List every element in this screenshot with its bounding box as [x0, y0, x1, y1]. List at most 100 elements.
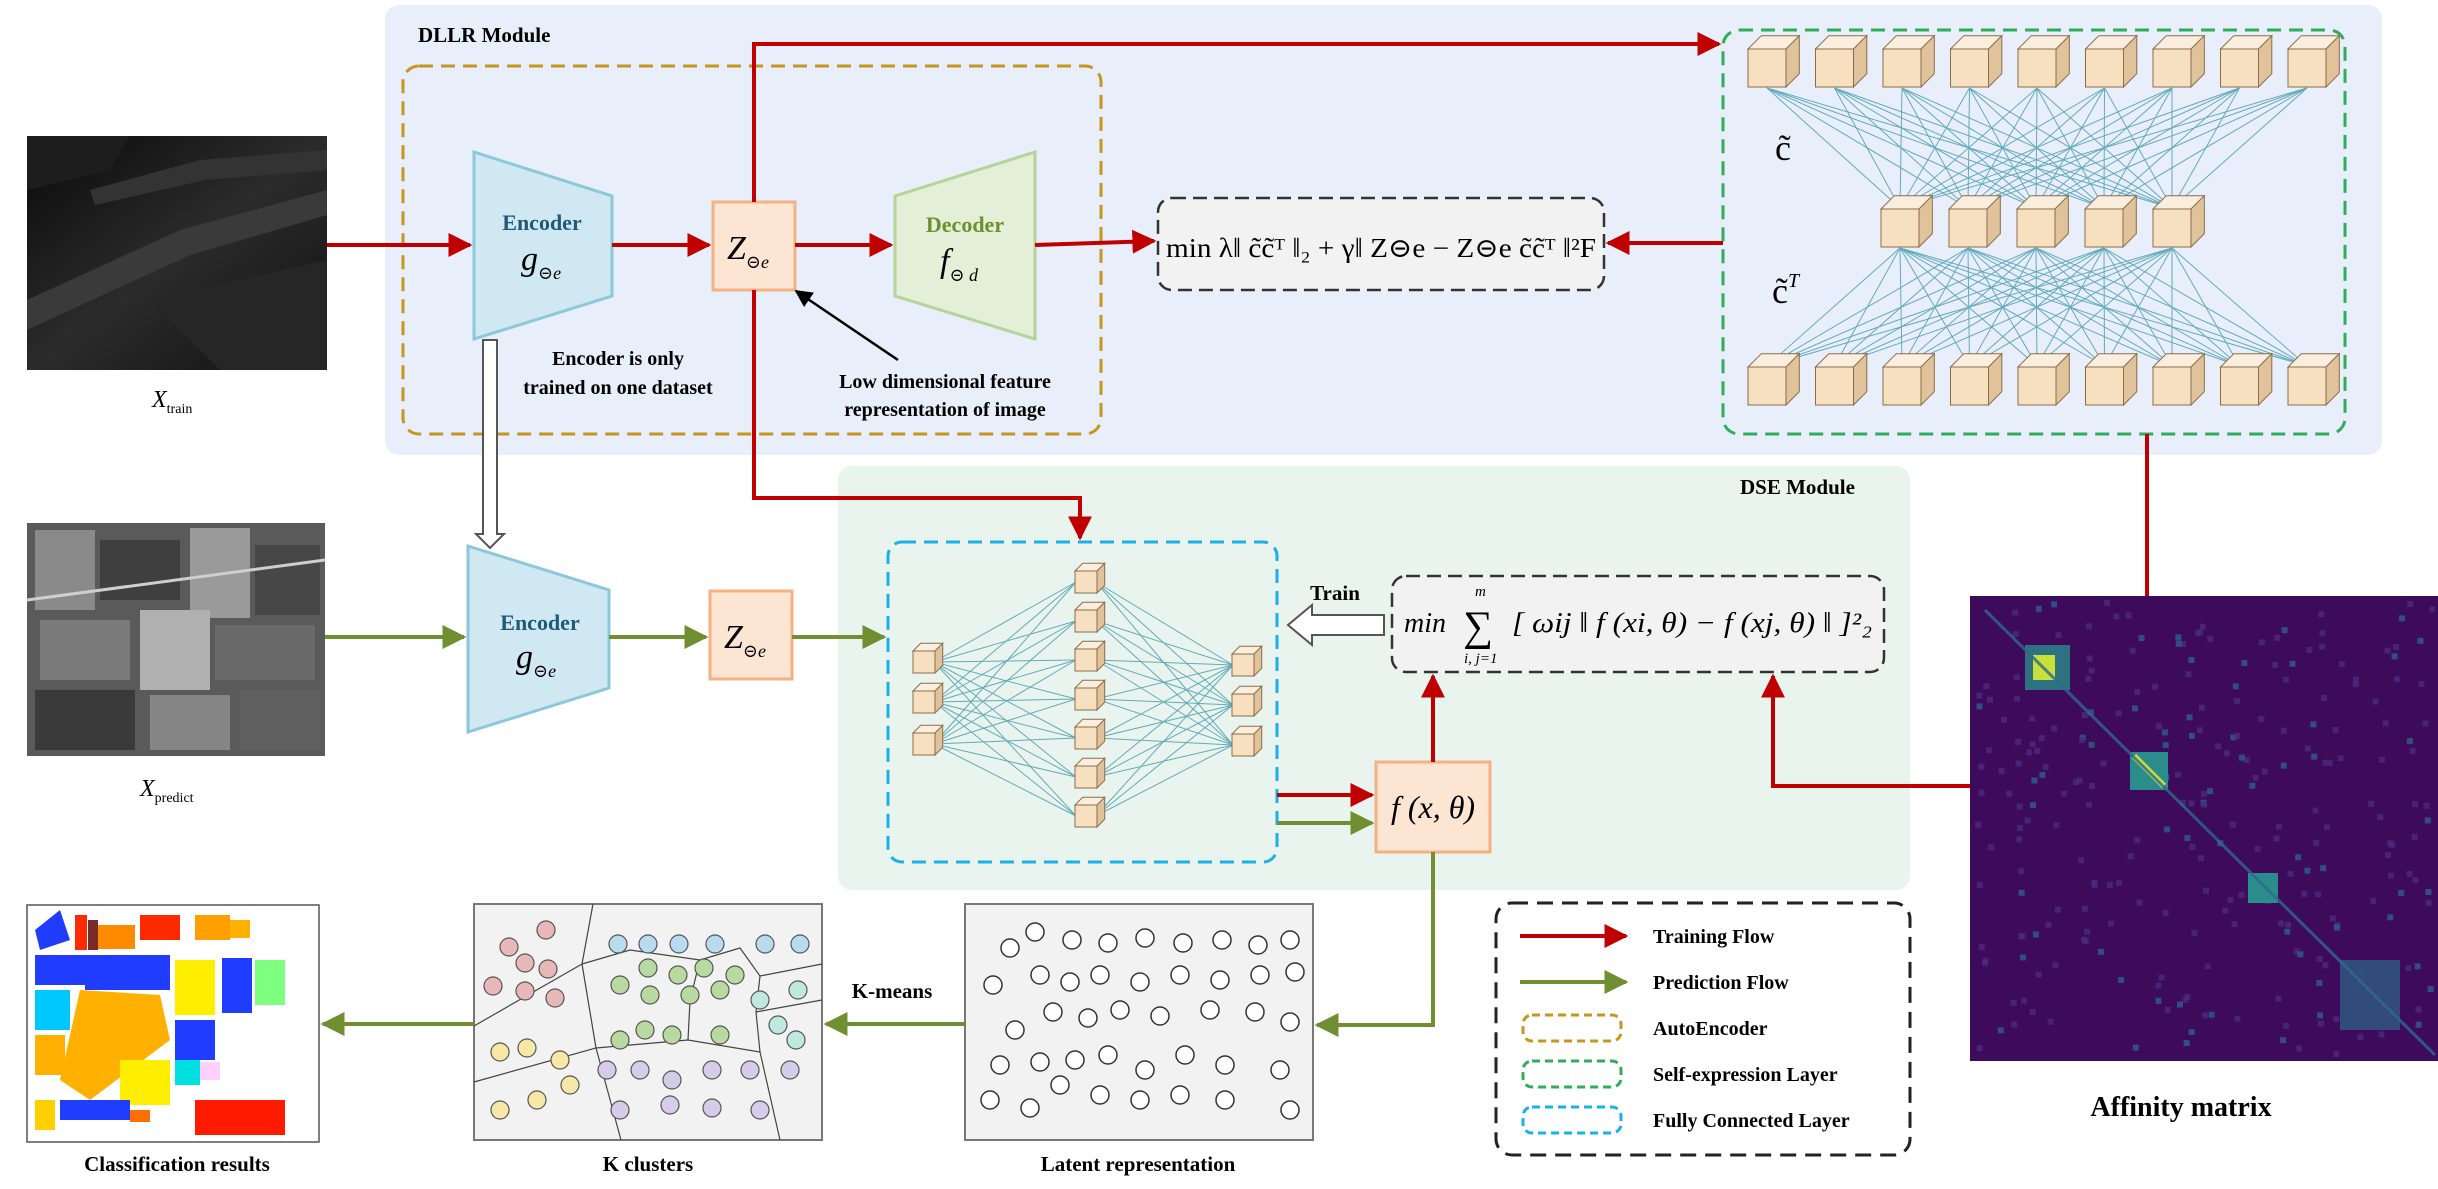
- selfexp-node-bottom: [1949, 352, 2004, 407]
- legend-item: Self-expression Layer: [1521, 1059, 1838, 1089]
- fc-connections: [933, 581, 1234, 817]
- train-encoder-symbol: g⊝e: [521, 241, 561, 283]
- cluster-point: [668, 965, 688, 985]
- dse-formula-sum-top: m: [1475, 584, 1486, 600]
- selfexp-node-top: [1746, 34, 1801, 89]
- selfexp-node-bottom: [1746, 352, 1801, 407]
- selfexp-node-top: [1881, 34, 1936, 89]
- cluster-point: [515, 981, 535, 1001]
- fully-connected-frame: [886, 540, 1279, 864]
- c-tilde-t-label: c̃T: [1772, 270, 1801, 311]
- cluster-point: [483, 976, 503, 996]
- x-train-label: Xtrain: [151, 387, 192, 417]
- dse-formula-box: [1390, 574, 1886, 674]
- latent-point: [1250, 965, 1270, 985]
- selfexp-node-mid: [2015, 194, 2070, 249]
- latent-point: [1130, 1090, 1150, 1110]
- fc-node-input: [911, 642, 944, 675]
- dllr-formula: min λ‖ c̃c̃ᵀ ‖₂ + γ‖ Z⊝e − Z⊝e c̃c̃ᵀ ‖²F: [1166, 233, 1596, 263]
- cluster-point: [610, 1030, 630, 1050]
- dllr-formula-box: [1156, 196, 1606, 292]
- legend-item: Training Flow: [1520, 924, 1775, 948]
- dse-formula-sum: ∑: [1463, 604, 1493, 650]
- legend-label: Prediction Flow: [1653, 972, 1789, 994]
- lowdim-pointer: [794, 289, 899, 362]
- cluster-point: [702, 1060, 722, 1080]
- self-expression-nodes: [1746, 34, 2341, 407]
- latent-point: [1280, 1012, 1300, 1032]
- latent-point: [1020, 1098, 1040, 1118]
- latent-point: [1090, 965, 1110, 985]
- legend-swatch: [1521, 1105, 1623, 1135]
- train-flow-z-to-fc: [752, 290, 1092, 541]
- cluster-point: [725, 965, 745, 985]
- lowdim-note-line2: representation of image: [844, 399, 1046, 421]
- encoder-note-line2: trained on one dataset: [523, 377, 713, 399]
- selfexp-node-top: [2016, 34, 2071, 89]
- fc-node-hidden: [1073, 679, 1106, 712]
- cluster-point: [490, 1100, 510, 1120]
- cluster-point: [780, 1060, 800, 1080]
- z-train-box: [711, 200, 797, 292]
- latent-point: [1150, 1006, 1170, 1026]
- latent-point: [1005, 1020, 1025, 1040]
- legend-label: Training Flow: [1653, 926, 1775, 948]
- cluster-point: [768, 1015, 788, 1035]
- cluster-point: [705, 934, 725, 954]
- cluster-point: [662, 1070, 682, 1090]
- train-flow-affinity-to-loss: [1761, 673, 1970, 788]
- selfexp-node-mid: [1879, 194, 1934, 249]
- classification-caption: Classification results: [84, 1152, 270, 1176]
- selfexp-node-mid: [2083, 194, 2138, 249]
- cluster-point: [660, 1095, 680, 1115]
- cluster-point: [786, 1030, 806, 1050]
- x-predict-label: Xpredict: [139, 776, 194, 806]
- latent-point: [1280, 930, 1300, 950]
- cluster-point: [560, 1075, 580, 1095]
- legend-frame: [1494, 901, 1912, 1157]
- legend-item: AutoEncoder: [1521, 1013, 1768, 1043]
- affinity-caption: Affinity matrix: [2090, 1092, 2271, 1123]
- selfexp-node-top: [2151, 34, 2206, 89]
- selfexp-node-mid: [1947, 194, 2002, 249]
- cluster-point: [702, 1098, 722, 1118]
- latent-point: [1170, 965, 1190, 985]
- legend-label: AutoEncoder: [1653, 1018, 1768, 1040]
- cluster-point: [788, 980, 808, 1000]
- cluster-point: [550, 1050, 570, 1070]
- c-tilde-label: c̃: [1775, 128, 1791, 168]
- train-image: [27, 136, 327, 370]
- z-predict-symbol: Z⊝e: [724, 619, 766, 661]
- latent-point: [1060, 972, 1080, 992]
- dllr-title: DLLR Module: [418, 23, 550, 47]
- legend-swatch: [1521, 1013, 1623, 1043]
- self-expression-connections: [1766, 87, 2308, 367]
- weight-share-arrow: [473, 339, 507, 550]
- cluster-point: [515, 953, 535, 973]
- latent-point: [983, 975, 1003, 995]
- latent-point: [1130, 972, 1150, 992]
- latent-point: [1285, 962, 1305, 982]
- predict-encoder-symbol: g⊝e: [516, 639, 556, 681]
- selfexp-node-bottom: [1814, 352, 1869, 407]
- cluster-point: [755, 934, 775, 954]
- train-flow-decoder-to-loss: [1034, 229, 1157, 254]
- latent-point: [1098, 1045, 1118, 1065]
- decoder-shape: [893, 149, 1037, 342]
- fc-node-output: [1230, 685, 1263, 718]
- latent-point: [1030, 965, 1050, 985]
- legend-item: Prediction Flow: [1520, 970, 1789, 994]
- latent-point: [1280, 1100, 1300, 1120]
- latent-point: [1043, 1002, 1063, 1022]
- cluster-point: [597, 1060, 617, 1080]
- latent-point: [990, 1055, 1010, 1075]
- cluster-point: [710, 1025, 730, 1045]
- selfexp-node-bottom: [2286, 352, 2341, 407]
- latent-point: [1248, 935, 1268, 955]
- latent-points: [980, 922, 1305, 1120]
- latent-point: [1175, 1045, 1195, 1065]
- cluster-point: [538, 959, 558, 979]
- cluster-point: [635, 1020, 655, 1040]
